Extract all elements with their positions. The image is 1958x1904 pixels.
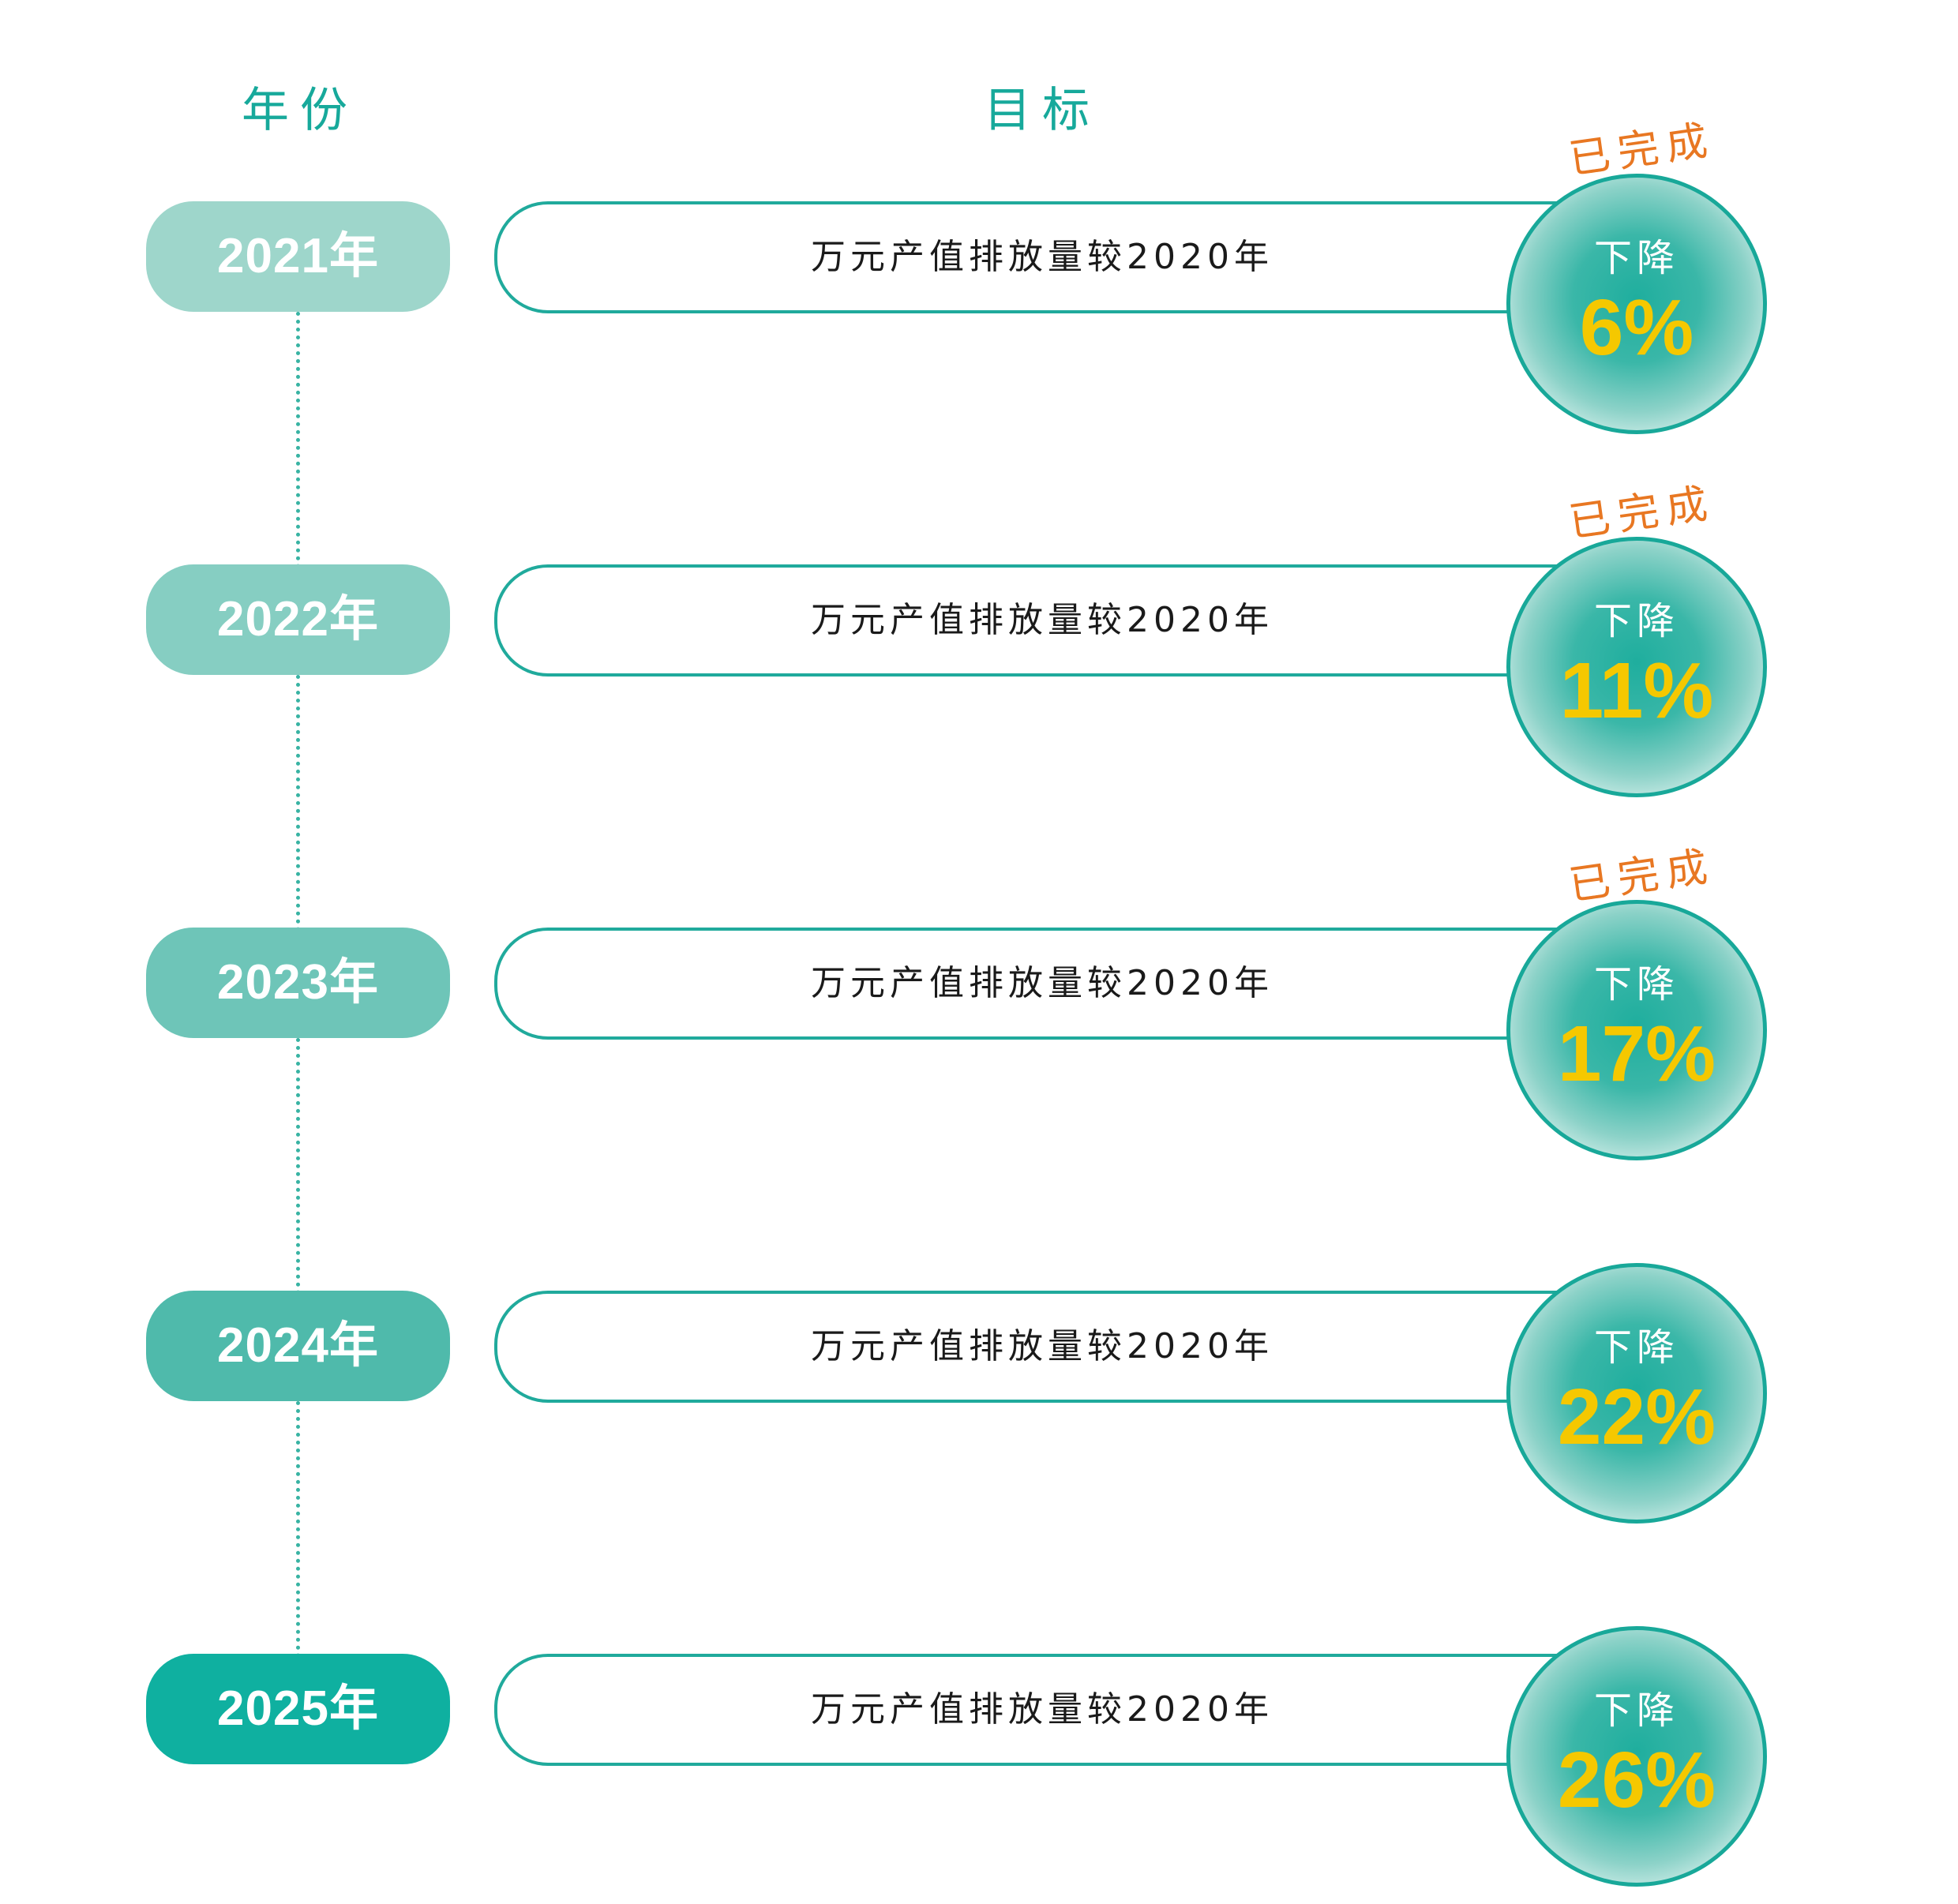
timeline-row-2023: 2023年 万元产值排放量较2020年 已完成 下降 17%: [0, 774, 1958, 1160]
year-pill: 2022年: [146, 564, 450, 675]
goal-bar: [494, 928, 1603, 1040]
reduction-circle: 下降 17%: [1506, 900, 1767, 1160]
reduction-label: 下降: [1593, 1325, 1679, 1370]
reduction-label: 下降: [1593, 962, 1679, 1006]
timeline-connector: [296, 675, 300, 931]
goal-text: 万元产值排放量较2020年: [811, 963, 1273, 1003]
goal-bar: [494, 564, 1603, 677]
reduction-circle: 下降 6%: [1506, 174, 1767, 434]
year-pill: 2024年: [146, 1291, 450, 1401]
timeline-row-2025: 2025年 万元产值排放量较2020年 下降 26%: [0, 1500, 1958, 1887]
reduction-label: 下降: [1593, 599, 1679, 643]
timeline-row-2024: 2024年 万元产值排放量较2020年 下降 22%: [0, 1137, 1958, 1524]
timeline-row-2021: 2021年 万元产值排放量较2020年 已完成 下降 6%: [0, 47, 1958, 434]
goal-bar: [494, 1654, 1603, 1766]
goal-bar: [494, 201, 1603, 313]
year-pill: 2021年: [146, 201, 450, 312]
year-column-header: 年份: [242, 83, 358, 138]
goal-text: 万元产值排放量较2020年: [811, 1689, 1273, 1730]
reduction-value: 6%: [1579, 283, 1694, 372]
reduction-circle: 下降 11%: [1506, 537, 1767, 797]
goal-text: 万元产值排放量较2020年: [811, 600, 1273, 640]
goal-bar: [494, 1291, 1603, 1403]
reduction-label: 下降: [1593, 236, 1679, 280]
reduction-value: 17%: [1557, 1010, 1716, 1098]
year-pill: 2025年: [146, 1654, 450, 1764]
timeline-row-2022: 2022年 万元产值排放量较2020年 已完成 下降 11%: [0, 410, 1958, 797]
reduction-circle: 下降 26%: [1506, 1626, 1767, 1887]
goal-text: 万元产值排放量较2020年: [811, 237, 1273, 277]
reduction-label: 下降: [1593, 1688, 1679, 1733]
goal-text: 万元产值排放量较2020年: [811, 1326, 1273, 1366]
goal-column-header: 目标: [984, 83, 1101, 138]
reduction-circle: 下降 22%: [1506, 1263, 1767, 1524]
reduction-value: 22%: [1557, 1373, 1716, 1461]
reduction-value: 26%: [1557, 1736, 1716, 1824]
timeline-connector: [296, 1038, 300, 1295]
timeline-connector: [296, 1401, 300, 1658]
timeline-connector: [296, 312, 300, 568]
reduction-value: 11%: [1559, 647, 1714, 735]
year-pill: 2023年: [146, 928, 450, 1038]
